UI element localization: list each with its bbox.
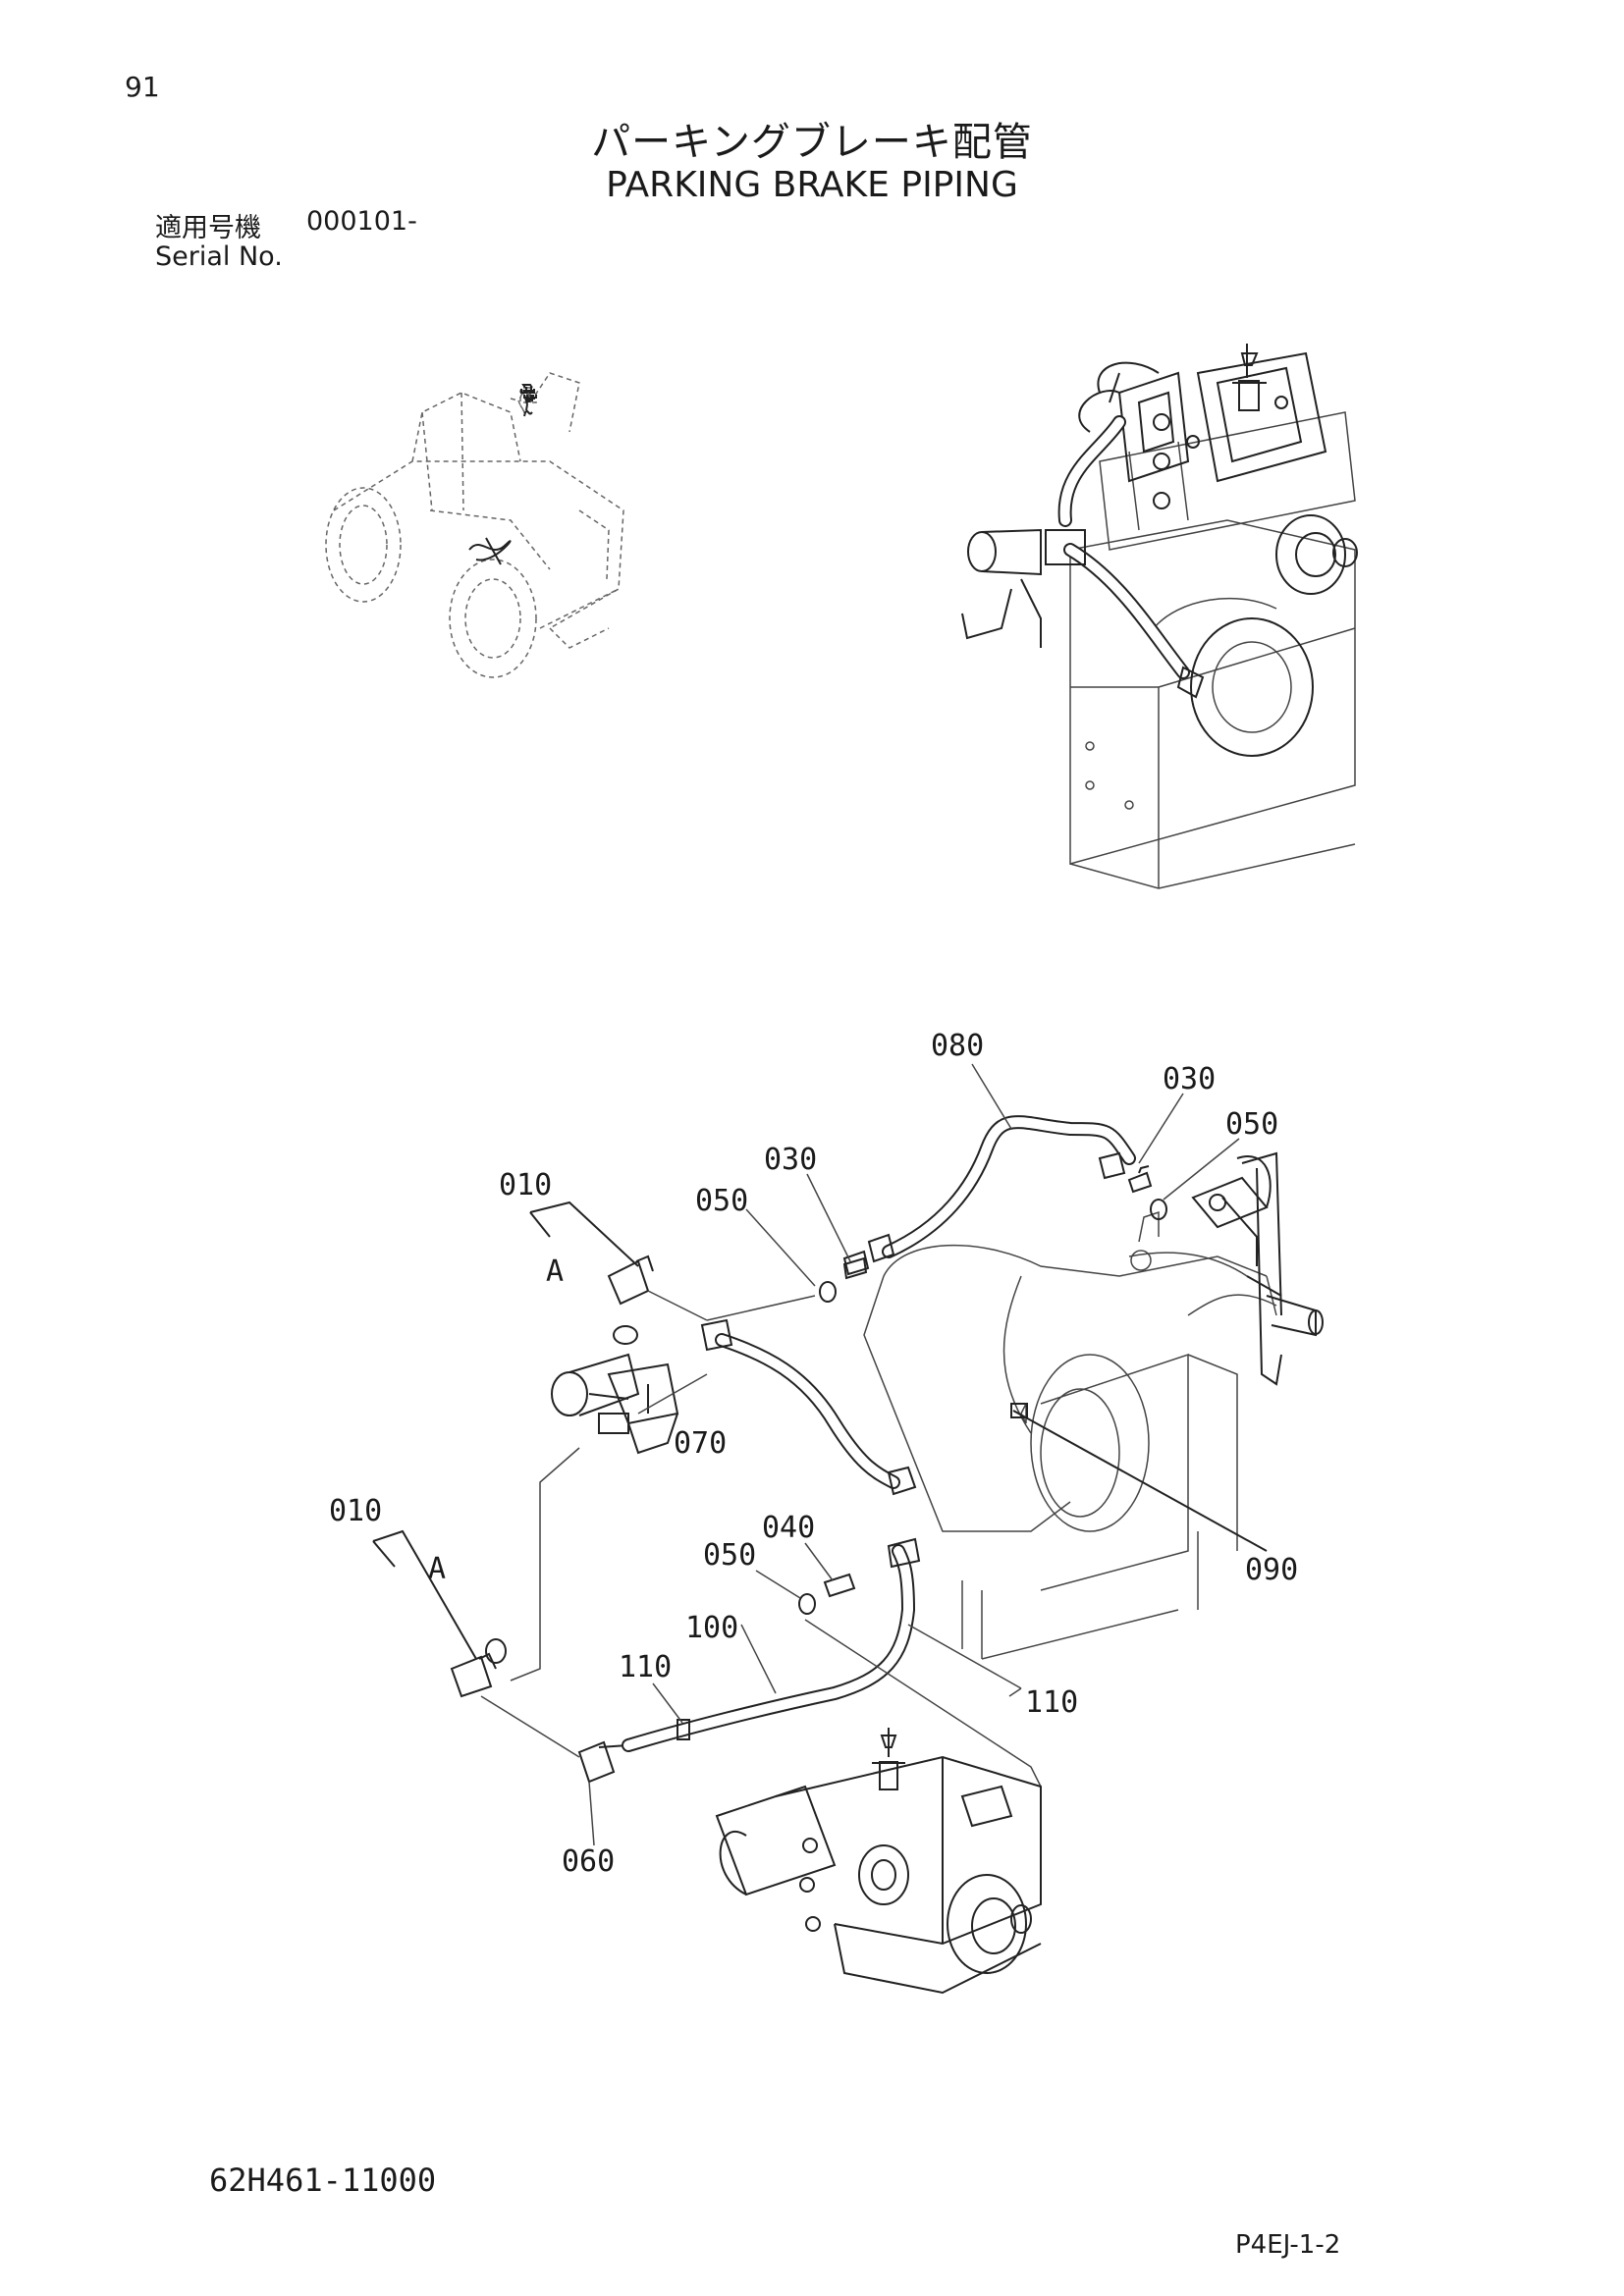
callout-080: 080: [931, 1029, 984, 1063]
vehicle-location-thumbnail: [325, 372, 624, 678]
callout-100: 100: [685, 1611, 738, 1645]
callout-090: 090: [1245, 1553, 1298, 1587]
callout-060: 060: [562, 1844, 615, 1879]
callout-010: 010: [499, 1168, 552, 1202]
callout-a-lower: A: [428, 1552, 446, 1586]
page-title-english: PARKING BRAKE PIPING: [606, 165, 1018, 205]
callout-070: 070: [674, 1426, 727, 1461]
callout-050: 050: [695, 1184, 748, 1218]
callout-a-upper: A: [546, 1255, 564, 1289]
page-number: 91: [125, 71, 160, 103]
pump-illustration: [715, 1728, 1042, 1995]
serial-label-japanese: 適用号機: [155, 213, 261, 243]
callout-110-right: 110: [1025, 1685, 1078, 1720]
callout-050-lower: 050: [703, 1538, 756, 1573]
serial-value: 000101-: [306, 206, 417, 237]
exploded-parts-view: [372, 1115, 1324, 1995]
serial-label-english: Serial No.: [155, 241, 283, 272]
page-title-japanese: パーキングブレーキ配管: [591, 120, 1033, 165]
callout-040: 040: [762, 1511, 815, 1545]
callout-110-left: 110: [619, 1650, 672, 1684]
callout-010-lower: 010: [329, 1494, 382, 1528]
assembly-overview-illustration: [961, 344, 1358, 889]
leader-lines: [588, 1063, 1240, 1846]
callout-030: 030: [764, 1143, 817, 1177]
callout-030-right: 030: [1163, 1062, 1216, 1096]
callout-050-right: 050: [1225, 1107, 1278, 1142]
drawing-number: 62H461-11000: [209, 2162, 437, 2199]
page-code: P4EJ-1-2: [1235, 2230, 1341, 2260]
